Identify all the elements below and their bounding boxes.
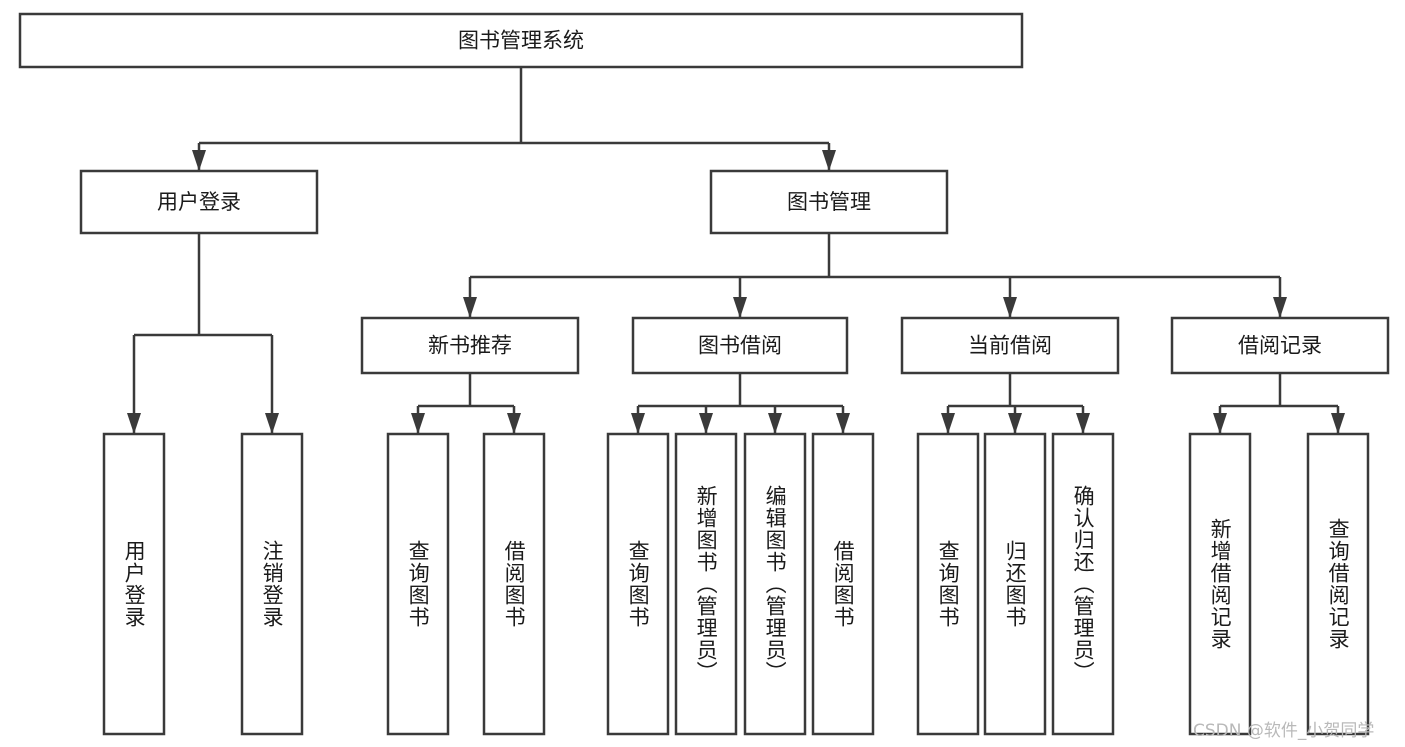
level3-node-1-0-label: 新书推荐 bbox=[428, 334, 512, 358]
level3-node-1-3-label: 借阅记录 bbox=[1238, 334, 1322, 358]
leaf-node-1-0-0 bbox=[386, 432, 450, 736]
level3-node-1-2 bbox=[900, 316, 1120, 375]
level3-node-1-0 bbox=[360, 316, 580, 375]
level2-node-0 bbox=[79, 169, 319, 235]
leaf-node-1-1-3 bbox=[811, 432, 875, 736]
level3-node-1-1-label: 图书借阅 bbox=[698, 334, 782, 358]
node-box-layer bbox=[18, 12, 1390, 736]
leaf-node-1-2-1 bbox=[983, 432, 1047, 736]
level3-node-1-2-label: 当前借阅 bbox=[968, 334, 1052, 358]
csdn-watermark: CSDN @软件_小贺同学 bbox=[1193, 721, 1375, 741]
leaf-node-1-3-0 bbox=[1188, 432, 1252, 736]
leaf-node-1-1-2 bbox=[743, 432, 807, 736]
level2-node-1-label: 图书管理 bbox=[787, 190, 871, 214]
leaf-node-0-1 bbox=[240, 432, 304, 736]
level3-node-1-3 bbox=[1170, 316, 1390, 375]
leaf-node-1-2-0 bbox=[916, 432, 980, 736]
leaf-node-1-1-1 bbox=[674, 432, 738, 736]
root-node-0 bbox=[18, 12, 1024, 69]
level2-node-1 bbox=[709, 169, 949, 235]
connector-layer bbox=[127, 67, 1345, 434]
level2-node-0-label: 用户登录 bbox=[157, 190, 241, 214]
level3-node-1-1 bbox=[631, 316, 849, 375]
leaf-node-1-0-1 bbox=[482, 432, 546, 736]
leaf-node-1-3-1 bbox=[1306, 432, 1370, 736]
leaf-node-1-2-2 bbox=[1051, 432, 1115, 736]
leaf-node-0-0 bbox=[102, 432, 166, 736]
leaf-node-1-1-0 bbox=[606, 432, 670, 736]
root-node-0-label: 图书管理系统 bbox=[458, 29, 584, 53]
